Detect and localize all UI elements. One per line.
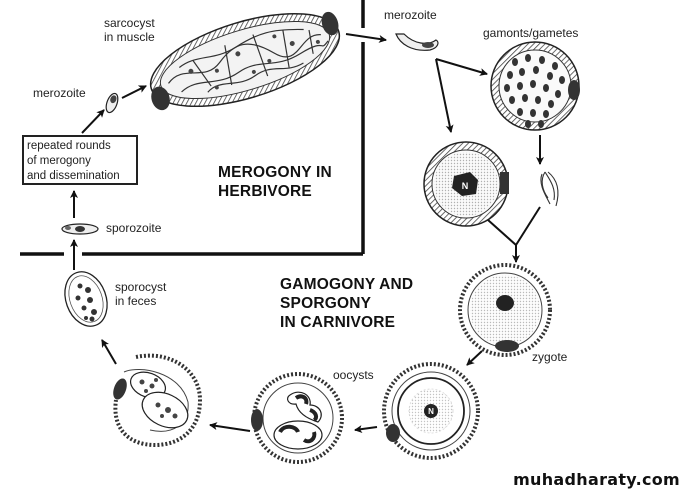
gamont-granule bbox=[504, 84, 510, 92]
gamont-granule bbox=[543, 110, 549, 118]
arrow-sporulated-to-sporocyst bbox=[101, 339, 117, 365]
sporocyst-label-line2: in feces bbox=[115, 294, 157, 308]
sarcocyst-label-line1: sarcocyst bbox=[104, 16, 155, 30]
gamont-granule bbox=[530, 80, 536, 88]
carnivore-heading-line3: IN CARNIVORE bbox=[280, 314, 396, 331]
sarcocyst-label: sarcocyst in muscle bbox=[104, 16, 155, 44]
nucleus-label: N bbox=[462, 181, 469, 191]
gamont-granule bbox=[547, 72, 553, 80]
oocysts-label: oocysts bbox=[333, 368, 374, 382]
microgamete-illustration bbox=[540, 171, 559, 207]
arrow-sporulating-to-sporulated bbox=[209, 422, 251, 432]
gamont-granule bbox=[552, 62, 558, 70]
merozoite-right-label: merozoite bbox=[384, 8, 437, 22]
cycle-arrows bbox=[70, 33, 544, 434]
herbivore-heading-line2: HERBIVORE bbox=[218, 183, 312, 200]
macrogamete-illustration: N bbox=[423, 141, 509, 227]
gamont-granule bbox=[548, 100, 554, 108]
merozoite-left-illustration bbox=[105, 92, 119, 114]
arrow-merozoite-to-sarcocyst bbox=[121, 85, 147, 99]
carnivore-heading-line1: GAMOGONY AND bbox=[280, 276, 414, 293]
arrow-zygote-to-oocyst bbox=[466, 350, 483, 366]
arrow-fertilization-left bbox=[487, 219, 517, 246]
unsporulated-oocyst-illustration: N bbox=[382, 362, 480, 460]
nucleus-label: N bbox=[428, 407, 434, 416]
gamont-granule bbox=[535, 96, 541, 104]
box-line2: of merogony bbox=[27, 155, 91, 167]
merozoite-left-label: merozoite bbox=[33, 86, 86, 100]
gamont-granule bbox=[539, 56, 545, 64]
arrow-box-to-merozoite bbox=[81, 109, 105, 134]
herbivore-heading-line1: MEROGONY IN bbox=[218, 164, 332, 181]
arrow-merozoite-to-macrogamete bbox=[435, 58, 454, 133]
carnivore-heading-line2: SPORGONY bbox=[280, 295, 372, 312]
arrow-sarcocyst-to-merozoite bbox=[345, 33, 387, 43]
gamont-granule bbox=[517, 82, 523, 90]
gamont-granule bbox=[507, 71, 513, 79]
sporocyst-illustration bbox=[64, 271, 108, 327]
herbivore-heading: MEROGONY IN HERBIVORE bbox=[218, 163, 332, 201]
sarcocyst-illustration bbox=[149, 11, 341, 111]
arrow-fertilization-right bbox=[515, 206, 541, 246]
gamont-granule bbox=[533, 66, 539, 74]
gamont-granule bbox=[525, 54, 531, 62]
gamont-granule bbox=[555, 90, 561, 98]
sporozoite-illustration bbox=[61, 223, 99, 235]
box-line3: and dissemination bbox=[27, 170, 120, 182]
gamont-granule bbox=[525, 120, 531, 128]
gamont-granule bbox=[519, 68, 525, 76]
gamont-granule bbox=[522, 94, 528, 102]
gamont-granule bbox=[512, 58, 518, 66]
sporulated-oocyst-illustration bbox=[113, 353, 203, 448]
merozoite-right-illustration bbox=[395, 33, 439, 51]
arrow-merozoite-to-gamont bbox=[435, 58, 488, 76]
gamont-granule bbox=[559, 76, 565, 84]
gamont-illustration bbox=[490, 41, 580, 131]
carnivore-heading: GAMOGONY AND SPORGONY IN CARNIVORE bbox=[280, 275, 413, 332]
gamont-granule bbox=[517, 108, 523, 116]
gamont-granule bbox=[530, 109, 536, 117]
box-line1: repeated rounds bbox=[27, 140, 111, 152]
region-divider bbox=[20, 0, 365, 256]
zygote-illustration bbox=[458, 263, 552, 357]
gamonts-label: gamonts/gametes bbox=[483, 26, 579, 40]
watermark: muhadharaty.com bbox=[513, 470, 680, 489]
sporozoite-label: sporozoite bbox=[106, 221, 162, 235]
sarcocyst-label-line2: in muscle bbox=[104, 30, 155, 44]
sporocyst-label: sporocyst in feces bbox=[115, 280, 166, 308]
zygote-label: zygote bbox=[532, 350, 568, 364]
sporulating-oocyst-illustration bbox=[251, 372, 344, 464]
gamont-granule bbox=[509, 96, 515, 104]
gamont-granule bbox=[538, 120, 544, 128]
sporocyst-label-line1: sporocyst bbox=[115, 280, 167, 294]
gamont-granule bbox=[543, 84, 549, 92]
arrow-oocyst-to-sporulating bbox=[354, 425, 378, 434]
repeated-rounds-box: repeated rounds of merogony and dissemin… bbox=[22, 135, 138, 185]
